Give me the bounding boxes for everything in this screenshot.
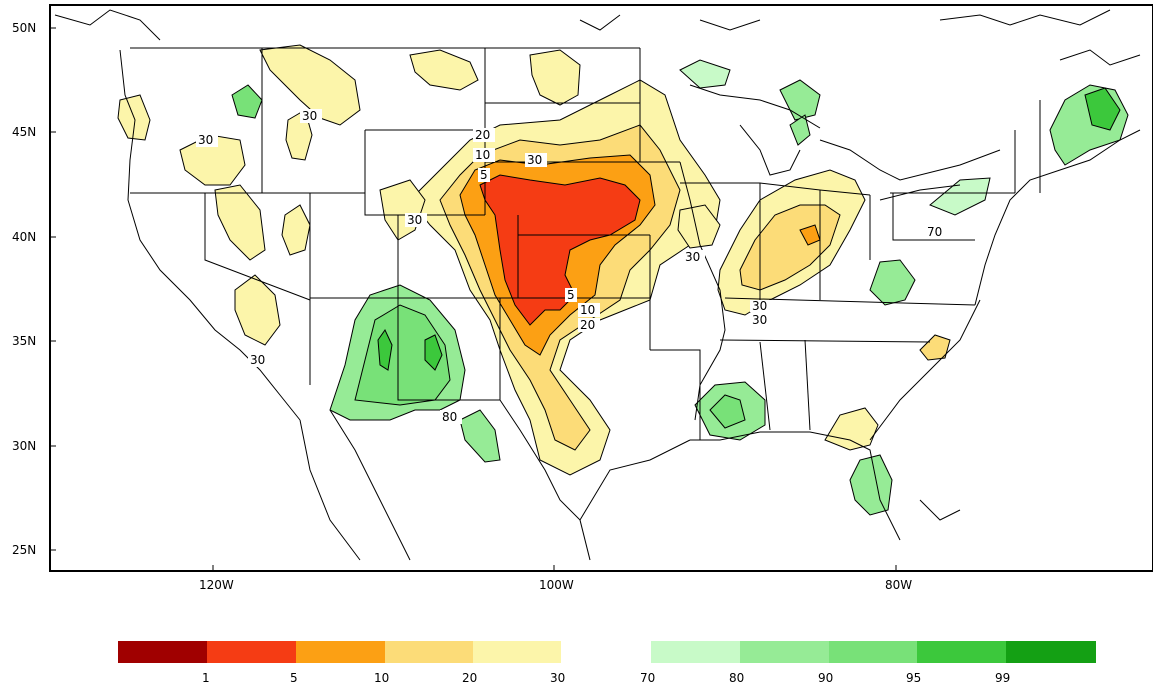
contour-fill-30-fl [824,407,879,451]
contour-label: 5 [567,288,575,302]
contour-fill-90-wa [231,84,263,119]
legend-label: 10 [374,671,389,685]
contour-label: 5 [480,168,488,182]
contour-label: 30 [198,133,213,147]
legend-label: 1 [202,671,210,685]
contour-fill-90-gulf [709,394,746,429]
contour-fill-20-nc [919,334,951,361]
color-legend: 1 5 10 20 30 70 80 90 95 99 [118,641,1096,685]
lon-label: 100W [539,578,574,592]
contour-fill-30-ks [677,204,721,249]
legend-swatch-dry-1 [118,641,207,663]
legend-swatch-dry-20 [385,641,473,663]
legend-label: 80 [729,671,744,685]
contour-fill-80-mi2 [789,114,811,146]
contour-label: 70 [927,225,942,239]
legend-swatch-wet-90 [829,641,917,663]
contour-fill-5-plains [479,174,641,326]
lon-label: 80W [885,578,912,592]
contour-fill-70-pa [929,177,991,216]
contour-fill-95-sw2 [424,334,443,371]
contour-fill-90-sw [354,304,451,406]
contour-label: 30 [527,153,542,167]
contour-label: 80 [442,410,457,424]
contour-label: 30 [685,250,700,264]
contour-fill-30-nw [259,44,361,126]
contour-label: 30 [752,313,767,327]
lat-label: 25N [12,543,36,557]
legend-label: 20 [462,671,477,685]
contour-label: 30 [250,353,265,367]
map-frame [49,4,1153,572]
legend-swatch-dry-5 [207,641,296,663]
legend-label: 30 [550,671,565,685]
contour-label: 10 [580,303,595,317]
legend-swatch-wet-80 [740,641,829,663]
contour-label: 30 [302,109,317,123]
legend-swatch-dry-10 [296,641,385,663]
legend-swatch-wet-70 [651,641,740,663]
contour-fill-30-nw3 [529,49,581,106]
contour-fill-80-mi [779,79,821,121]
legend-label: 70 [640,671,655,685]
lat-label: 45N [12,125,36,139]
contour-fill-30-co [379,179,426,241]
lat-label: 35N [12,334,36,348]
lat-label: 50N [12,21,36,35]
contour-fill-30-nv [214,184,266,261]
contour-fill-95-sw [377,329,393,371]
contour-label: 20 [475,128,490,142]
contour-label: 30 [407,213,422,227]
contour-labels: 30 30 20 10 5 30 30 30 5 10 20 30 30 [196,109,947,424]
contour-fill-30-az [234,274,281,346]
contour-label: 10 [475,148,490,162]
legend-label: 95 [906,671,921,685]
contour-fill-70-mi [679,59,731,89]
contour-label: 20 [580,318,595,332]
lon-label: 120W [199,578,234,592]
legend-swatch-wet-99 [1006,641,1096,663]
contour-fill-30-id [281,204,311,256]
contour-fill-95-ne [1084,87,1121,131]
longitude-axis [212,565,897,571]
legend-label: 5 [290,671,298,685]
contour-fill-30-nw2 [409,49,479,91]
legend-swatch-wet-95 [917,641,1006,663]
contour-fill-80-fl [849,454,893,516]
latitude-axis [50,27,56,551]
map-content: 30 30 20 10 5 30 30 30 5 10 20 30 30 [54,9,1141,561]
legend-swatch-dry-30 [473,641,561,663]
legend-label: 90 [818,671,833,685]
state-borders [54,9,1141,561]
contour-label: 30 [752,299,767,313]
lat-label: 40N [12,230,36,244]
legend-label: 99 [995,671,1010,685]
contour-fill-80-tx [459,409,501,463]
lat-label: 30N [12,439,36,453]
contour-fill-80-tn [869,259,916,306]
